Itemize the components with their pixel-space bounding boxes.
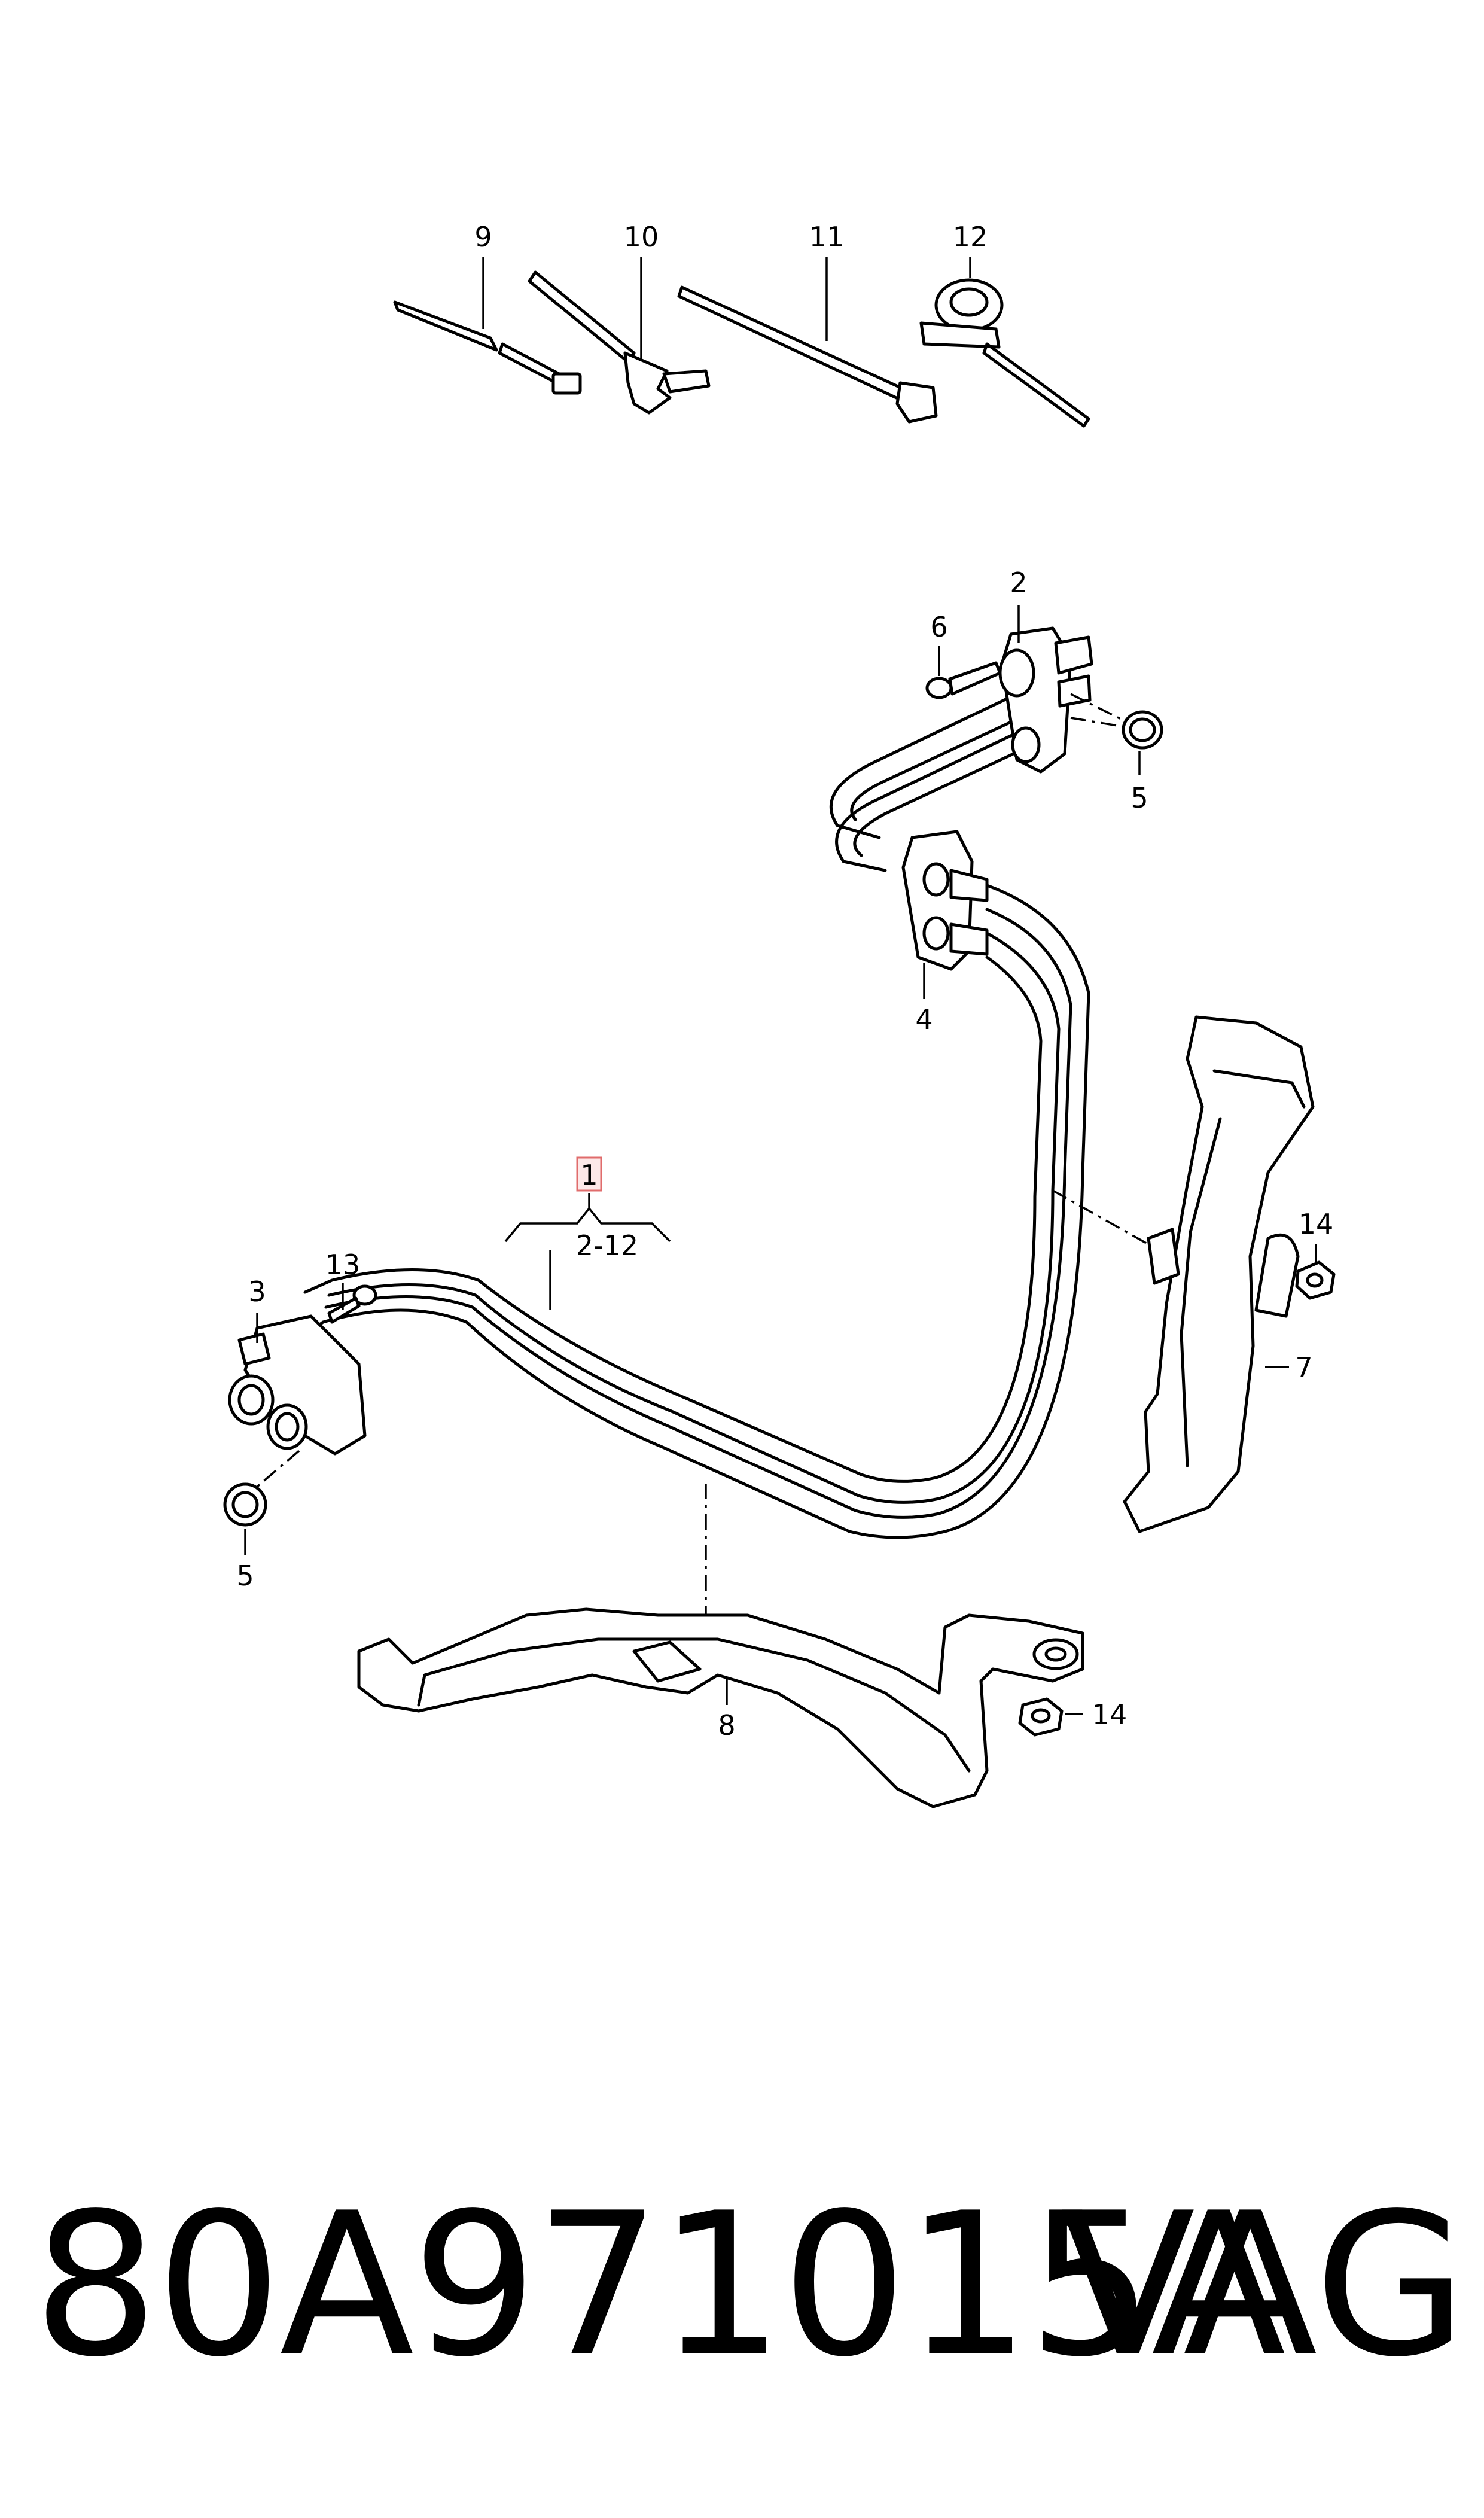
part-number: 80A971015A <box>33 2170 1286 2400</box>
callout-1-range: 2-12 <box>576 1229 638 1262</box>
o-ring-5-bottom <box>223 1450 300 1555</box>
callout-12: 12 <box>953 221 988 253</box>
cable-tie-9 <box>393 257 582 395</box>
pipe-upper <box>829 692 1022 872</box>
callout-5-bottom: 5 <box>236 1560 254 1592</box>
flange-4 <box>901 830 989 999</box>
callout-14-bottom: 14 <box>1092 1698 1128 1731</box>
cable-tie-11 <box>677 257 938 424</box>
cable-tie-clip-10 <box>528 257 711 415</box>
flange-3 <box>228 1313 367 1456</box>
bracket-7 <box>1123 1015 1315 1533</box>
callout-13: 13 <box>325 1249 361 1281</box>
brand-label: VAG <box>1060 2170 1467 2400</box>
callout-11: 11 <box>809 221 845 253</box>
callout-3: 3 <box>248 1275 266 1308</box>
nut-14-bottom <box>1018 1697 1083 1737</box>
callout-14-right: 14 <box>1299 1208 1334 1240</box>
nut-14-right <box>1295 1244 1336 1300</box>
callout-5-top: 5 <box>1130 782 1148 814</box>
callout-7: 7 <box>1295 1351 1312 1384</box>
bracket-8 <box>357 1484 1084 1808</box>
callout-10: 10 <box>624 221 659 253</box>
callout-4: 4 <box>915 1003 933 1036</box>
o-ring-5-top <box>1070 693 1163 775</box>
callout-6: 6 <box>930 611 947 643</box>
hose-clip-12 <box>919 257 1090 428</box>
callout-8: 8 <box>718 1709 735 1741</box>
flange-2 <box>998 605 1093 774</box>
callout-9: 9 <box>474 221 492 253</box>
pipe-main <box>297 884 1149 1539</box>
group-brace-1 <box>504 1156 671 1310</box>
bolt-13 <box>327 1283 377 1324</box>
callout-2: 2 <box>1010 567 1027 599</box>
callout-1: 1 <box>580 1159 598 1191</box>
bolt-6 <box>925 646 1002 699</box>
